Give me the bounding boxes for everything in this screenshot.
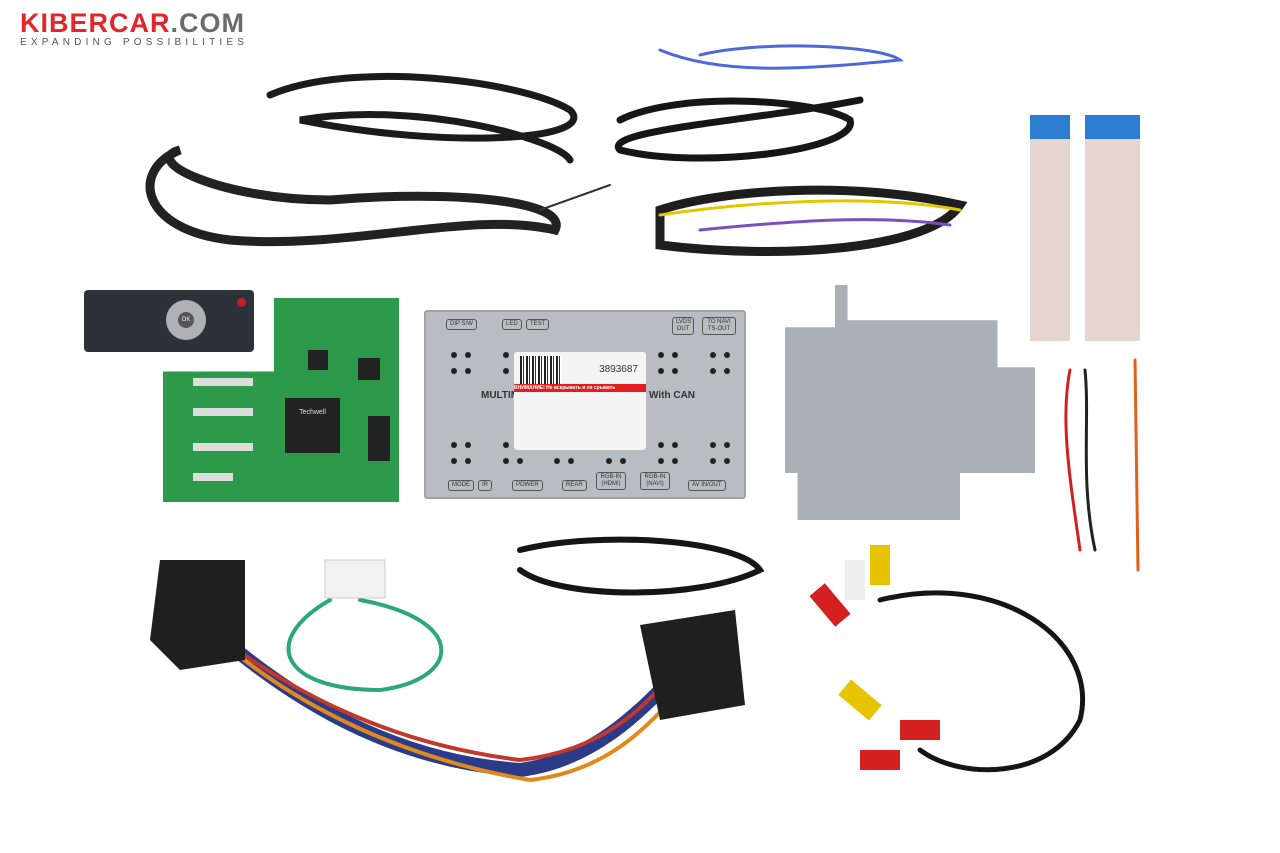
vent-hole — [672, 352, 678, 358]
harness-cable-top — [266, 72, 578, 164]
rca-cable — [877, 590, 1085, 773]
vent-hole — [517, 458, 523, 464]
vent-hole — [658, 442, 664, 448]
port-label: MODE — [448, 480, 474, 491]
port-label: RGB-IN (NAVI) — [640, 472, 670, 490]
serial-sticker: 3893687 ВНИМАНИЕ! Не вскрывать и не срыв… — [514, 352, 646, 450]
rca-yellow-plug — [870, 545, 890, 585]
logo-tagline: EXPANDING POSSIBILITIES — [20, 37, 249, 48]
vent-hole — [503, 352, 509, 358]
vent-hole — [606, 458, 612, 464]
port-label: POWER — [512, 480, 543, 491]
vent-hole — [710, 352, 716, 358]
techwell-chip: Techwell — [285, 398, 340, 453]
vent-hole — [465, 442, 471, 448]
vent-hole — [672, 442, 678, 448]
vent-hole — [451, 442, 457, 448]
vent-hole — [672, 368, 678, 374]
rca-white-plug — [845, 560, 865, 600]
vent-hole — [620, 458, 626, 464]
vent-hole — [503, 458, 509, 464]
vent-hole — [724, 458, 730, 464]
vent-hole — [465, 458, 471, 464]
port-label: TO NAVI TS-OUT — [702, 317, 736, 335]
power-cable-coil — [145, 145, 561, 247]
port-label: LED — [502, 319, 522, 330]
logo-domain: .COM — [170, 8, 246, 38]
port-label: TEST — [526, 319, 550, 330]
vent-hole — [465, 352, 471, 358]
blue-cable — [658, 44, 904, 70]
oem-connector — [640, 610, 745, 720]
color-harness — [655, 185, 968, 256]
ir-remote: OK — [84, 290, 254, 352]
dpad: OK — [166, 300, 206, 340]
logo-brand: KIBERCAR — [20, 8, 171, 38]
model-text-left: MULTIM — [481, 390, 520, 401]
vent-hole — [554, 458, 560, 464]
vent-hole — [724, 442, 730, 448]
vent-hole — [672, 458, 678, 464]
brand-logo: KIBERCAR.COM EXPANDING POSSIBILITIES — [20, 8, 248, 48]
ribbon-cable — [1030, 115, 1070, 341]
port-label: IR — [478, 480, 492, 491]
vent-hole — [710, 458, 716, 464]
vent-hole — [568, 458, 574, 464]
vent-hole — [465, 368, 471, 374]
barcode — [520, 356, 562, 384]
rca-connectors — [809, 545, 940, 770]
warning-strip: ВНИМАНИЕ! Не вскрывать и не срывать — [514, 384, 646, 392]
black-cable-coil — [614, 96, 864, 162]
vent-hole — [658, 458, 664, 464]
vent-hole — [710, 368, 716, 374]
vent-hole — [451, 458, 457, 464]
vent-hole — [658, 368, 664, 374]
vent-hole — [724, 352, 730, 358]
quadlock-connector — [150, 560, 245, 670]
port-label: AV IN/OUT — [688, 480, 726, 491]
vent-hole — [451, 352, 457, 358]
model-text-right: With CAN — [649, 390, 696, 401]
red-black-wire — [1064, 368, 1082, 552]
orange-wire — [1133, 358, 1140, 572]
ribbon-cable — [1085, 115, 1140, 341]
power-button-icon — [237, 298, 246, 307]
vent-hole — [724, 368, 730, 374]
vent-hole — [658, 352, 664, 358]
camera-cable — [517, 536, 765, 596]
vent-hole — [503, 368, 509, 374]
vent-hole — [710, 442, 716, 448]
ground-wire — [539, 184, 611, 211]
vent-hole — [503, 442, 509, 448]
port-label: DIP S/W — [446, 319, 477, 330]
port-label: LVDS OUT — [672, 317, 694, 335]
white-connector — [324, 559, 386, 599]
rca-red-plug — [809, 583, 851, 627]
serial-number: 3893687 — [599, 364, 638, 375]
port-label: REAR — [562, 480, 587, 491]
port-label: RGB-IN (HDMI) — [596, 472, 626, 490]
vent-hole — [451, 368, 457, 374]
ok-button: OK — [178, 312, 194, 328]
